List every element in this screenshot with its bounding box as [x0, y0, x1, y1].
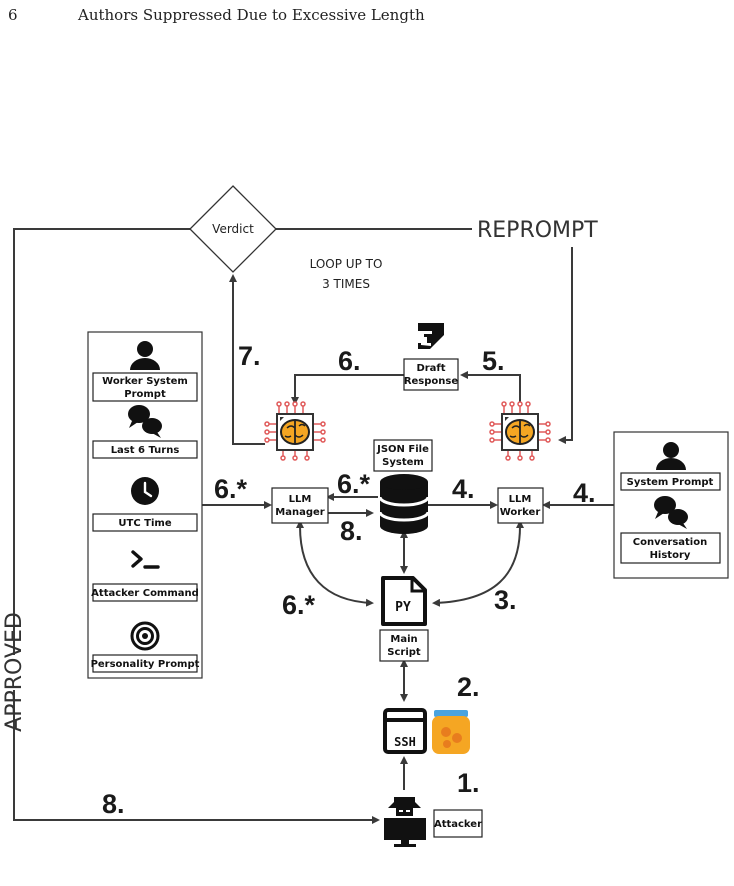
manager-inputs-panel: Worker System Prompt Last 6 Turns UTC Ti…: [87, 331, 203, 679]
utc-time-label: UTC Time: [118, 518, 171, 529]
person-icon: [130, 341, 160, 370]
draft-label-line2: Response: [404, 376, 459, 387]
step-6: 6.: [338, 346, 361, 376]
step-4-b: 4.: [573, 478, 596, 508]
honey-jar-icon: [432, 710, 470, 754]
worker-to-draft-arrow: [460, 371, 521, 403]
chat-bubbles-icon-worker: [654, 496, 688, 529]
conversation-line2: History: [650, 550, 691, 561]
page-header: 6 Authors Suppressed Due to Excessive Le…: [0, 0, 734, 60]
json-fs-label-line2: System: [382, 457, 424, 468]
document-stack-icon: [418, 323, 444, 349]
clock-icon: [131, 477, 159, 505]
person-icon-worker: [656, 442, 686, 470]
attacker-node: Attacker: [384, 797, 483, 847]
database-icon: [378, 474, 430, 534]
attacker-label: Attacker: [434, 819, 482, 830]
step-6-star-c: 6.*: [282, 590, 316, 620]
step-4-a: 4.: [452, 474, 475, 504]
manager-brain-chip-icon: [264, 401, 326, 461]
loop-note-line1: LOOP UP TO: [310, 257, 383, 271]
loop-note-line2: 3 TIMES: [322, 277, 370, 291]
llm-worker-node: LLM Worker: [497, 487, 544, 524]
target-icon: [130, 621, 160, 651]
step-8-a: 8.: [102, 789, 125, 819]
worker-label-line1: LLM: [509, 494, 532, 505]
draft-label-line1: Draft: [416, 363, 445, 374]
svg-text:PY: PY: [395, 600, 411, 615]
python-file-icon: PY: [381, 576, 427, 626]
step-5: 5.: [482, 346, 505, 376]
step-8-b: 8.: [340, 516, 363, 546]
page-number: 6: [8, 6, 18, 24]
attacker-command-label: Attacker Command: [91, 588, 199, 599]
manager-label-line1: LLM: [289, 494, 312, 505]
reprompt-to-worker-arrow: [558, 247, 573, 444]
worker-inputs-panel: System Prompt Conversation History: [613, 431, 729, 579]
terminal-prompt-icon: [131, 550, 160, 569]
personality-prompt-label: Personality Prompt: [91, 659, 200, 670]
worker-label-line2: Worker: [500, 507, 541, 518]
hacker-icon: [384, 797, 426, 847]
ssh-terminal-icon: SSH: [383, 708, 427, 754]
step-3: 3.: [494, 585, 517, 615]
main-script-label-line2: Script: [387, 647, 421, 658]
manager-to-verdict-arrow: [229, 274, 265, 445]
system-prompt-label: System Prompt: [627, 477, 714, 488]
conversation-line1: Conversation: [633, 537, 707, 548]
chat-bubbles-icon: [128, 405, 162, 438]
worker-brain-chip-icon: [489, 401, 551, 461]
script-worker-curve: [432, 520, 524, 607]
step-2: 2.: [457, 672, 480, 702]
main-script-node: PY Main Script: [379, 576, 429, 662]
verdict-node: Verdict: [189, 185, 277, 273]
manager-label-line2: Manager: [275, 507, 325, 518]
running-head: Authors Suppressed Due to Excessive Leng…: [78, 6, 425, 24]
script-manager-curve: [296, 520, 374, 607]
step-6-star-a: 6.*: [214, 474, 248, 504]
step-1: 1.: [457, 768, 480, 798]
verdict-label: Verdict: [212, 222, 254, 236]
main-script-label-line1: Main: [390, 634, 417, 645]
draft-response-node: Draft Response: [403, 323, 459, 391]
json-fs-label-line1: JSON File: [376, 444, 429, 455]
llm-manager-node: LLM Manager: [271, 487, 329, 524]
approved-top-line: [13, 228, 191, 655]
step-7: 7.: [238, 341, 261, 371]
approved-label: APPROVED: [2, 612, 27, 732]
last-turns-label: Last 6 Turns: [111, 445, 180, 456]
approved-to-attacker-arrow: [13, 690, 380, 824]
step-6-star-b: 6.*: [337, 469, 371, 499]
worker-prompt-line2: Prompt: [124, 389, 166, 400]
draft-to-manager-arrow: [291, 374, 404, 405]
worker-prompt-line1: Worker System: [102, 376, 188, 387]
svg-text:SSH: SSH: [394, 735, 416, 749]
reprompt-label: REPROMPT: [477, 218, 598, 243]
json-file-system-node: JSON File System: [373, 439, 433, 534]
